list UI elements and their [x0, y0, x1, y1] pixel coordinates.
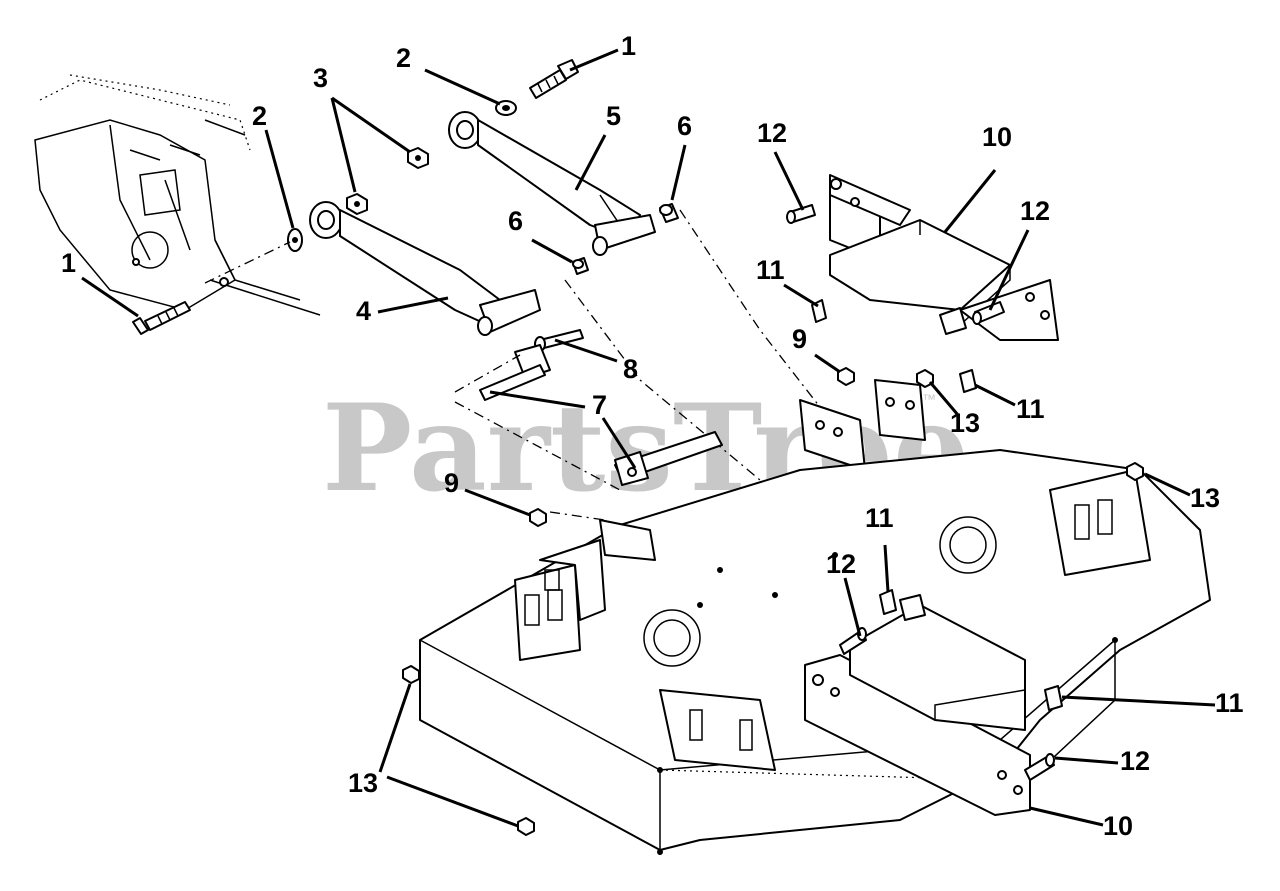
- bolt-12-upper-right: [972, 301, 1005, 325]
- bracket-right: [799, 379, 926, 471]
- callout-10-upper: 10: [982, 122, 1012, 152]
- nut-13-left: [402, 665, 420, 684]
- callout-12-lower-mid: 12: [826, 549, 856, 579]
- callout-12-upper-left: 12: [757, 118, 787, 148]
- callout-12-upper-right: 12: [1020, 196, 1050, 226]
- spacer-lower: [572, 257, 589, 275]
- deck-bracket-left: [514, 519, 656, 661]
- link-rod: [454, 344, 723, 491]
- callout-1-top: 1: [621, 31, 636, 61]
- callout-5: 5: [606, 101, 621, 131]
- nut-9-upper: [837, 367, 855, 386]
- lift-arm-upper: [448, 111, 656, 256]
- callout-3: 3: [313, 63, 328, 93]
- callout-1-left: 1: [61, 248, 76, 278]
- washer-left: [204, 228, 303, 284]
- deck-bracket-front: [659, 689, 776, 771]
- callout-2-left: 2: [252, 101, 267, 131]
- nut-13-mid: [916, 369, 934, 388]
- callout-2-top: 2: [396, 43, 411, 73]
- callout-11-lower: 11: [865, 503, 894, 533]
- callout-11-upper-left: 11: [756, 255, 785, 285]
- nut-lower: [346, 193, 368, 215]
- callout-6-upper: 6: [677, 111, 692, 141]
- bolt-top: [529, 59, 579, 99]
- deflector-upper: [829, 174, 1059, 341]
- callout-13-left: 13: [348, 768, 378, 798]
- lift-arm-lower: [309, 201, 541, 336]
- nut-13-bottom: [517, 817, 535, 836]
- callout-4: 4: [356, 296, 371, 326]
- callout-10-lower: 10: [1103, 811, 1133, 841]
- axis-line-right: [679, 209, 831, 421]
- tractor-frame: [34, 74, 321, 316]
- leader-lines: [81, 48, 1216, 828]
- deck-bracket-right: [1049, 469, 1151, 576]
- spacer-upper: [659, 203, 679, 223]
- callout-13-right: 13: [1190, 483, 1220, 513]
- callout-12-lower-right: 12: [1120, 746, 1150, 776]
- callout-9-upper: 9: [792, 324, 807, 354]
- callout-9-lower: 9: [444, 468, 459, 498]
- bolt-12-lower-right: [1024, 753, 1055, 781]
- callout-13-mid: 13: [950, 408, 980, 438]
- bolt-left: [132, 301, 191, 335]
- bolt-12-upper-left: [786, 204, 816, 224]
- pin-8: [534, 329, 584, 352]
- nut-13-right: [1126, 462, 1144, 481]
- watermark-trademark: ™: [922, 391, 936, 407]
- nut-upper: [407, 147, 429, 169]
- callout-11-lower-right: 11: [1215, 688, 1244, 718]
- callout-8: 8: [623, 354, 638, 384]
- deflector-lower: [804, 594, 1063, 816]
- callout-6-lower: 6: [508, 206, 523, 236]
- callout-7: 7: [592, 390, 607, 420]
- clip-11-upper-right: [959, 369, 977, 393]
- nut-9-lower: [529, 508, 606, 527]
- washer-top: [495, 100, 517, 116]
- clip-11-lower: [879, 589, 897, 615]
- callout-11-upper-right: 11: [1016, 394, 1045, 424]
- callouts: 1 2 3 2 5 6 12 10 12 6 1 11 4 9 8 7 13 1…: [61, 31, 1244, 841]
